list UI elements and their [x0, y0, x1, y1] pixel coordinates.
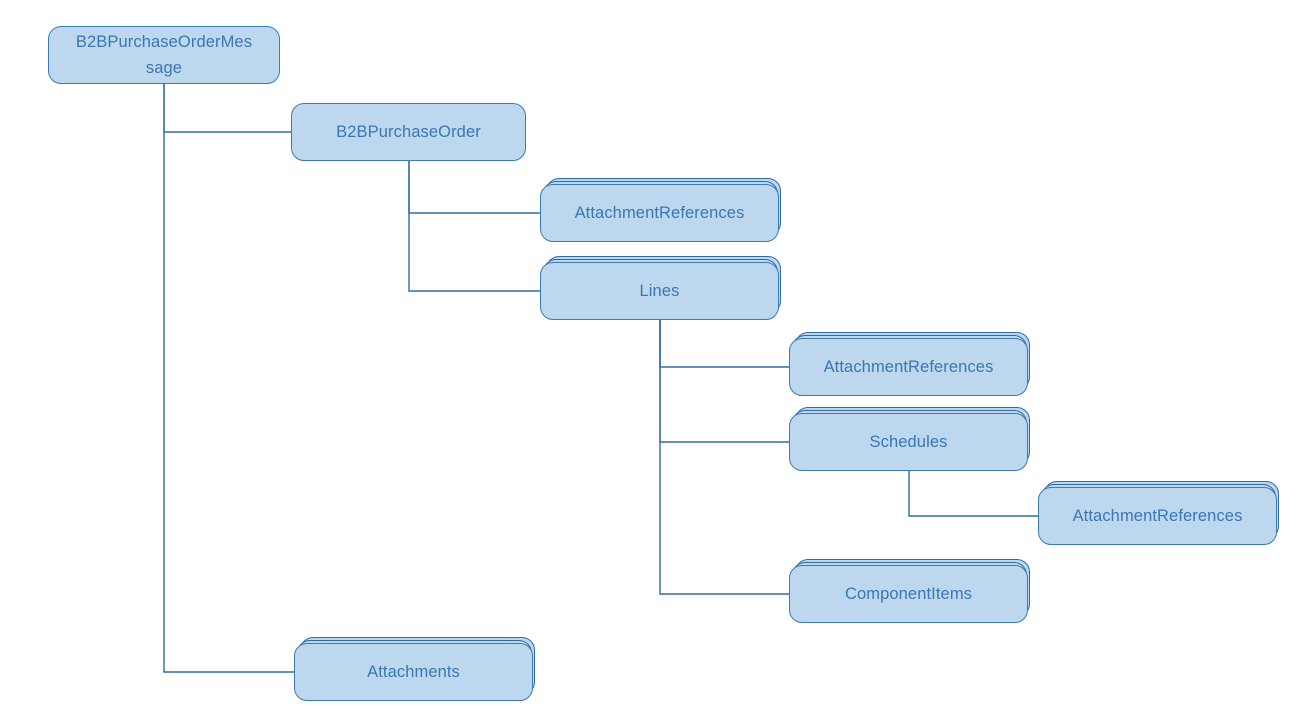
node-face: ComponentItems	[789, 565, 1028, 623]
connector-b2b-purchase-order-message-to-attachments	[163, 84, 294, 673]
node-label: Lines	[639, 282, 680, 300]
connector-schedules-to-schedule-attachment-references	[908, 471, 1038, 517]
node-schedule-attachment-references[interactable]: AttachmentReferences	[1038, 481, 1279, 545]
node-face: AttachmentReferences	[1038, 487, 1277, 545]
node-label: ComponentItems	[844, 585, 973, 603]
node-order-attachment-references[interactable]: AttachmentReferences	[540, 178, 781, 242]
connector-lines-to-component-items	[659, 320, 789, 595]
node-face: B2BPurchaseOrder	[291, 103, 526, 161]
node-schedules[interactable]: Schedules	[789, 407, 1030, 471]
node-label: B2BPurchaseOrder	[336, 123, 481, 141]
connector-lines-to-line-attachment-references	[659, 320, 789, 368]
node-line-attachment-references[interactable]: AttachmentReferences	[789, 332, 1030, 396]
node-label: B2BPurchaseOrderMes sage	[75, 33, 253, 77]
node-face: Attachments	[294, 643, 533, 701]
node-label: AttachmentReferences	[574, 204, 745, 222]
connector-lines-to-schedules	[659, 320, 789, 443]
node-label: Attachments	[367, 663, 460, 681]
node-face: Schedules	[789, 413, 1028, 471]
node-face: AttachmentReferences	[540, 184, 779, 242]
node-component-items[interactable]: ComponentItems	[789, 559, 1030, 623]
node-lines[interactable]: Lines	[540, 256, 781, 320]
node-label: Schedules	[869, 433, 948, 451]
node-face: Lines	[540, 262, 779, 320]
node-label: AttachmentReferences	[1072, 507, 1243, 525]
node-b2b-purchase-order-message[interactable]: B2BPurchaseOrderMes sage	[48, 26, 280, 84]
connector-b2b-purchase-order-message-to-b2b-purchase-order	[163, 84, 291, 133]
connector-b2b-purchase-order-to-order-attachment-references	[408, 161, 540, 214]
node-face: AttachmentReferences	[789, 338, 1028, 396]
node-attachments[interactable]: Attachments	[294, 637, 535, 701]
connector-b2b-purchase-order-to-lines	[408, 161, 540, 292]
node-b2b-purchase-order[interactable]: B2BPurchaseOrder	[291, 103, 526, 161]
node-face: B2BPurchaseOrderMes sage	[48, 26, 280, 84]
node-label: AttachmentReferences	[823, 358, 994, 376]
